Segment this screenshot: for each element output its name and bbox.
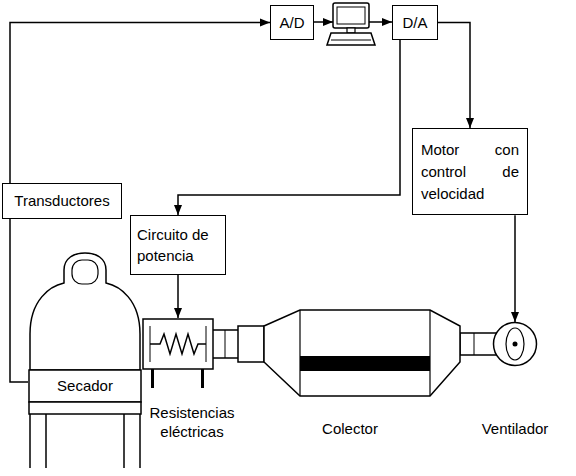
monitor <box>333 3 369 28</box>
signal-line <box>10 23 270 184</box>
collector-figure-drawing <box>238 306 462 398</box>
box-label: A/D <box>279 14 304 31</box>
converter-box: D/A <box>392 5 438 40</box>
collector-seam <box>299 310 300 396</box>
box-label: Transductores <box>8 192 116 210</box>
transducer-box: Transductores <box>2 183 122 219</box>
part-label: Secador <box>28 377 142 395</box>
box-label: Circuito de potencia <box>137 224 219 266</box>
collector-body <box>264 310 460 396</box>
signal-arrow <box>314 21 333 23</box>
dryer-figure: Secador <box>28 252 142 395</box>
heater-figure-drawing <box>142 318 242 390</box>
signal-line <box>438 23 470 129</box>
fan-housing <box>494 323 537 366</box>
duct-flange <box>474 333 475 355</box>
signal-line <box>178 40 400 215</box>
dryer-leg <box>139 414 141 468</box>
resistor-symbol <box>150 334 206 354</box>
air-duct <box>460 333 498 355</box>
dryer-leg <box>29 414 31 468</box>
dryer-window <box>72 260 98 284</box>
fan-hub <box>513 342 518 347</box>
heater-leg <box>151 369 154 388</box>
collector-figure: Colector <box>238 306 462 438</box>
collector-seam <box>429 310 430 396</box>
dryer-leg <box>45 414 47 468</box>
dryer-hood <box>30 253 140 370</box>
collector-neck <box>238 326 264 362</box>
converter-box: A/D <box>270 5 314 40</box>
computer-base <box>327 33 375 45</box>
signal-line <box>514 215 516 322</box>
fan-figure-drawing <box>475 322 555 368</box>
keyboard-line <box>331 40 371 41</box>
absorber-plate <box>300 356 430 371</box>
fan-figure: Ventilador <box>475 322 555 438</box>
signal-arrow <box>369 21 392 23</box>
duct-flange <box>225 330 226 358</box>
power-circuit-box: Circuito de potencia <box>130 215 226 275</box>
part-label: Resistencias eléctricas <box>142 404 242 442</box>
part-label: Colector <box>238 420 462 438</box>
fan-blade <box>506 328 524 360</box>
dryer-leg <box>123 414 125 468</box>
heater-leg <box>201 369 204 388</box>
screen <box>337 7 365 24</box>
box-label: Motor con control de velocidad <box>421 139 519 204</box>
signal-line <box>177 275 179 318</box>
dryer-seat <box>29 370 141 402</box>
heater-figure: Resistencias eléctricas <box>142 318 242 442</box>
dryer-figure-drawing <box>28 252 142 470</box>
heater-housing <box>143 319 213 369</box>
motor-control-box: Motor con control de velocidad <box>412 128 528 215</box>
computer-icon <box>327 3 375 45</box>
air-duct <box>212 330 239 358</box>
part-label: Ventilador <box>475 420 555 438</box>
signal-line <box>10 219 28 382</box>
box-label: D/A <box>402 14 427 31</box>
dryer-base <box>29 402 141 414</box>
